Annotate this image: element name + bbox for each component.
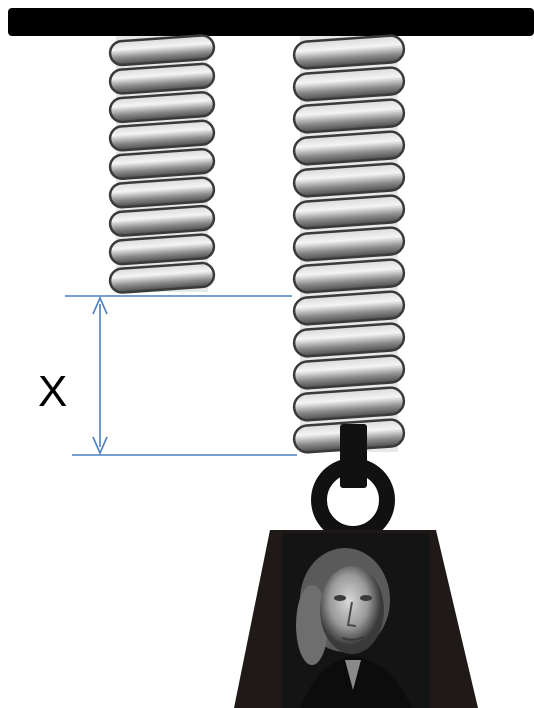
spring-coil [292, 354, 406, 390]
weight [234, 530, 478, 708]
hook-shank [340, 424, 367, 488]
spring-coil [292, 162, 406, 198]
spring-coil [292, 66, 406, 102]
displacement-label: X [38, 367, 67, 416]
spring-coil [108, 204, 216, 237]
spring-coil [108, 233, 216, 266]
spring-coil [108, 91, 216, 124]
spring-coil [108, 176, 216, 209]
spring-coil [108, 261, 216, 294]
spring-coil [108, 62, 216, 95]
spring-coil [292, 226, 406, 262]
spring-coil [292, 386, 406, 422]
spring-coil [292, 194, 406, 230]
spring-coil [292, 258, 406, 294]
ceiling-bar [8, 8, 534, 36]
spring-coil [108, 119, 216, 152]
spring-coil [108, 34, 216, 67]
loaded-spring [292, 34, 406, 454]
spring-coil [292, 98, 406, 134]
spring-coil [292, 34, 406, 70]
arrow-head-bottom [92, 436, 108, 455]
spring-coil [292, 130, 406, 166]
spring-coil [292, 290, 406, 326]
unloaded-spring [108, 34, 216, 294]
spring-coil [292, 322, 406, 358]
spring-coil [108, 148, 216, 180]
displacement-indicator: X [38, 295, 297, 456]
portrait-of-man [282, 533, 430, 708]
arrow-head-top [92, 296, 108, 315]
